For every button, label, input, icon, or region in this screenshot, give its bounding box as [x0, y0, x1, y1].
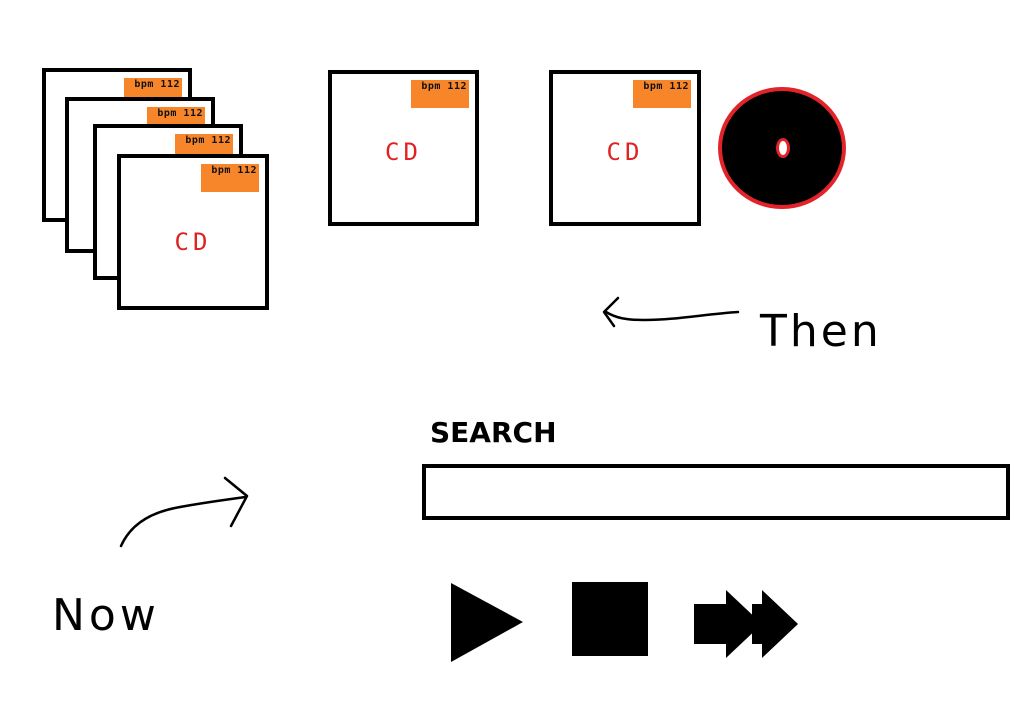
now-annotation: Now: [52, 590, 160, 641]
bpm-badge: bpm 112: [201, 164, 259, 192]
search-label: SEARCH: [430, 416, 557, 449]
stop-button[interactable]: [570, 580, 648, 656]
then-annotation: Then: [760, 306, 882, 357]
fast-forward-icon: [694, 590, 798, 658]
cd-case[interactable]: bpm 112 CD: [117, 154, 269, 310]
bpm-badge: bpm 112: [633, 80, 691, 108]
cd-label: CD: [385, 138, 422, 166]
play-button[interactable]: [448, 580, 526, 664]
bpm-badge: bpm 112: [411, 80, 469, 108]
curved-right-arrow-icon: [119, 476, 249, 548]
stop-icon: [572, 582, 648, 656]
cd-label: CD: [174, 228, 212, 256]
cd-label: CD: [606, 138, 644, 166]
cd-case[interactable]: bpm 112 CD: [328, 70, 479, 226]
play-icon: [451, 583, 523, 662]
left-arrow-icon: [602, 296, 740, 328]
disc-hole: [776, 138, 790, 158]
cd-case[interactable]: bpm 112 CD: [549, 70, 701, 226]
fast-forward-button[interactable]: [692, 586, 802, 662]
disc-icon: [718, 87, 846, 209]
search-input[interactable]: [422, 464, 1010, 520]
